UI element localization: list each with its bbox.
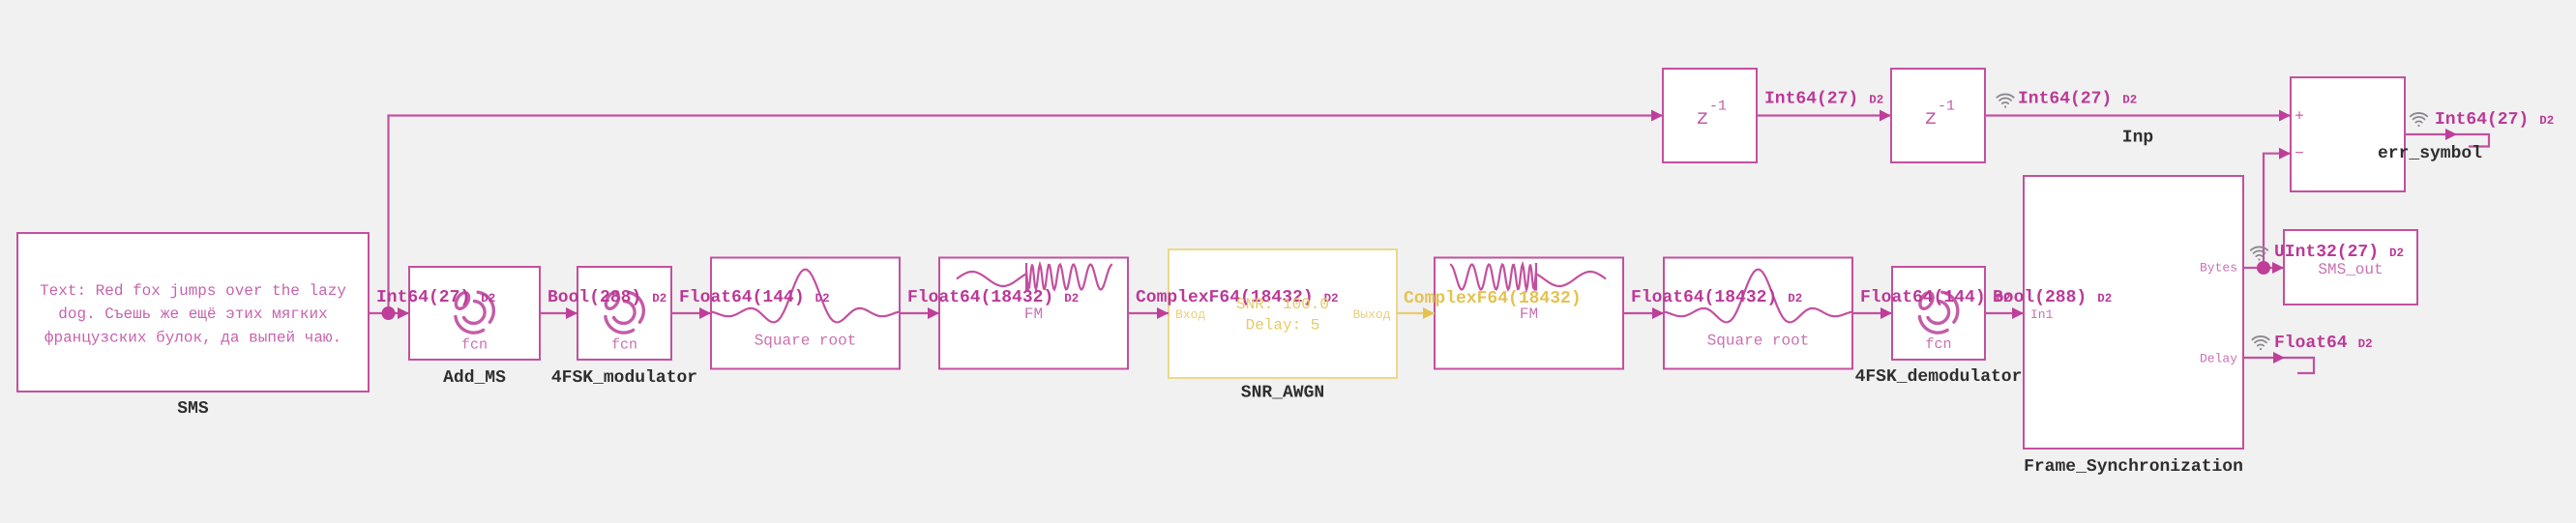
svg-text:Delay: Delay: [2200, 352, 2237, 366]
svg-text:-1: -1: [1938, 99, 1955, 115]
svg-text:FM: FM: [1024, 305, 1043, 323]
svg-text:fcn: fcn: [461, 337, 488, 354]
svg-text:D2: D2: [2358, 337, 2373, 351]
svg-text:D2: D2: [1997, 292, 2011, 305]
svg-text:dog. Съешь же ещё этих мягких: dog. Съешь же ещё этих мягких: [58, 305, 327, 323]
svg-text:Square root: Square root: [755, 333, 857, 350]
svg-text:err_symbol: err_symbol: [2378, 144, 2482, 163]
svg-text:D2: D2: [2539, 114, 2554, 128]
svg-text:fcn: fcn: [611, 337, 637, 354]
svg-text:SMS_out: SMS_out: [2318, 261, 2383, 278]
svg-text:Text: Red fox jumps over the l: Text: Red fox jumps over the lazy: [40, 282, 346, 300]
svg-text:D2: D2: [2097, 292, 2112, 305]
svg-text:Int64(27): Int64(27): [2435, 110, 2529, 130]
svg-text:Вход: Вход: [1175, 307, 1205, 322]
svg-text:ComplexF64(18432): ComplexF64(18432): [1404, 289, 1582, 308]
svg-text:4FSK_demodulator: 4FSK_demodulator: [1855, 367, 2023, 387]
svg-text:D2: D2: [1324, 292, 1339, 305]
svg-text:Frame_Synchronization: Frame_Synchronization: [2024, 457, 2243, 477]
svg-text:Bool(288): Bool(288): [548, 288, 641, 307]
svg-text:Float64: Float64: [2274, 334, 2348, 353]
svg-text:fcn: fcn: [1925, 336, 1951, 353]
svg-text:Выход: Выход: [1352, 307, 1390, 322]
svg-text:SNR: 100.0: SNR: 100.0: [1236, 296, 1329, 313]
svg-text:D2: D2: [2389, 247, 2404, 260]
svg-text:Int64(27): Int64(27): [376, 288, 470, 307]
svg-text:Float64(144): Float64(144): [679, 288, 805, 307]
svg-text:4FSK_modulator: 4FSK_modulator: [551, 368, 697, 388]
svg-text:UInt32(27): UInt32(27): [2274, 243, 2379, 262]
svg-text:+: +: [2295, 108, 2304, 126]
svg-text:D2: D2: [2122, 94, 2137, 107]
svg-text:D2: D2: [815, 292, 830, 305]
svg-text:Int64(27): Int64(27): [2018, 90, 2112, 109]
svg-text:SMS: SMS: [177, 399, 209, 419]
svg-text:Add_MS: Add_MS: [443, 368, 506, 388]
svg-text:французских булок, да выпей ча: французских булок, да выпей чаю.: [44, 329, 341, 346]
svg-text:z: z: [1696, 106, 1708, 131]
svg-text:Square root: Square root: [1707, 333, 1810, 350]
svg-text:D2: D2: [1064, 292, 1079, 305]
svg-text:Bool(288): Bool(288): [1993, 288, 2087, 307]
svg-text:Delay: 5: Delay: 5: [1246, 317, 1320, 334]
svg-text:Float64(144): Float64(144): [1860, 288, 1986, 307]
svg-text:−: −: [2295, 145, 2304, 162]
svg-text:Float64(18432): Float64(18432): [907, 288, 1053, 307]
svg-text:D2: D2: [1788, 292, 1802, 305]
svg-text:SNR_AWGN: SNR_AWGN: [1241, 384, 1324, 403]
svg-text:z: z: [1924, 106, 1937, 131]
svg-text:Bytes: Bytes: [2200, 261, 2237, 276]
svg-text:In1: In1: [2030, 307, 2054, 322]
svg-text:Float64(18432): Float64(18432): [1631, 288, 1777, 307]
svg-text:Inp: Inp: [2122, 129, 2153, 148]
svg-text:D2: D2: [481, 292, 495, 305]
svg-text:D2: D2: [652, 292, 666, 305]
svg-text:-1: -1: [1709, 99, 1727, 115]
svg-text:Int64(27): Int64(27): [1764, 90, 1858, 109]
svg-text:ComplexF64(18432): ComplexF64(18432): [1136, 288, 1314, 307]
svg-text:D2: D2: [1869, 94, 1883, 107]
svg-text:FM: FM: [1520, 305, 1538, 323]
